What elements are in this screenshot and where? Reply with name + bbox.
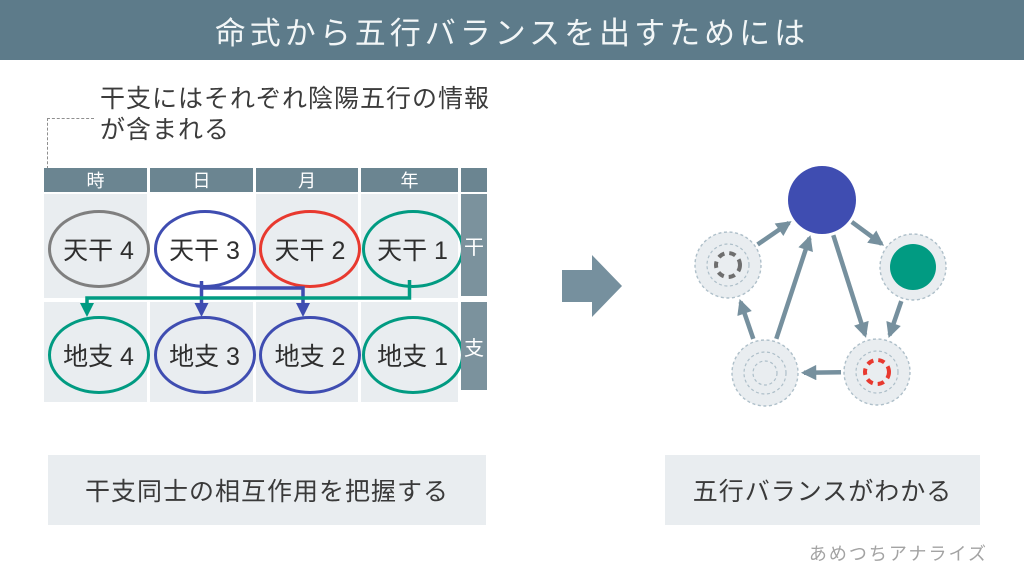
mid-dashed-ring xyxy=(706,243,750,287)
caption-interaction: 干支同士の相互作用を把握する xyxy=(48,455,486,525)
annotation-bracket-line xyxy=(47,118,94,169)
title-bar: 命式から五行バランスを出すためには xyxy=(0,0,1024,60)
table-header-cell: 日 xyxy=(150,168,253,192)
cycle-arrow-bottom-left-to-top xyxy=(774,235,813,340)
slide-title: 命式から五行バランスを出すためには xyxy=(214,15,810,51)
center-dashed-circle xyxy=(863,358,891,386)
outer-dashed-circle xyxy=(879,233,947,301)
table-side-label: 支 xyxy=(461,302,487,390)
caption-interaction-label: 干支同士の相互作用を把握する xyxy=(84,478,449,506)
table-header-cell: 年 xyxy=(361,168,458,192)
oval-heavenly-stems: 天干 3 xyxy=(153,210,256,288)
inner-dashed-ring xyxy=(752,360,778,386)
oval-earthly-branches: 地支 3 xyxy=(153,316,256,394)
table-header-cell: 月 xyxy=(256,168,358,192)
oval-heavenly-stems: 天干 1 xyxy=(361,210,464,288)
watermark: あめつちアナライズ xyxy=(808,544,988,564)
element-node-bottom-right xyxy=(843,338,911,406)
inner-solid-circle xyxy=(890,244,936,290)
annotation-line-2: が含まれる xyxy=(100,116,231,144)
oval-earthly-branches: 地支 2 xyxy=(259,316,361,394)
outer-dashed-circle xyxy=(694,231,762,299)
oval-heavenly-stems: 天干 4 xyxy=(47,210,150,288)
caption-balance: 五行バランスがわかる xyxy=(665,455,980,525)
outer-dashed-circle xyxy=(731,339,799,407)
table-header-corner xyxy=(461,168,487,192)
element-node-bottom-left xyxy=(731,339,799,407)
annotation-text: 干支にはそれぞれ陰陽五行の情報 が含まれる xyxy=(100,84,490,146)
table-side-label: 干 xyxy=(461,194,487,296)
center-dashed-circle xyxy=(714,251,742,279)
annotation-line-1: 干支にはそれぞれ陰陽五行の情報 xyxy=(100,85,491,113)
cycle-arrow-upper-left-to-top xyxy=(756,220,792,247)
element-node-top xyxy=(788,166,856,234)
mid-dashed-ring xyxy=(855,350,899,394)
cycle-arrow-bottom-left-to-upper-left xyxy=(737,299,756,340)
oval-heavenly-stems: 天干 2 xyxy=(259,210,361,288)
oval-earthly-branches: 地支 1 xyxy=(361,316,464,394)
caption-balance-label: 五行バランスがわかる xyxy=(692,478,953,506)
element-node-upper-left xyxy=(694,231,762,299)
mid-dashed-ring xyxy=(743,351,787,395)
cycle-arrow-top-to-upper-right xyxy=(850,220,885,246)
right-block-arrow-icon xyxy=(562,255,622,317)
solid-circle xyxy=(788,166,856,234)
table-header-cell: 時 xyxy=(44,168,147,192)
cycle-arrow-top-to-bottom-right xyxy=(831,234,869,338)
outer-dashed-circle xyxy=(843,338,911,406)
cycle-arrow-upper-right-to-bottom-right xyxy=(886,300,904,338)
oval-earthly-branches: 地支 4 xyxy=(47,316,150,394)
element-node-upper-right xyxy=(879,233,947,301)
